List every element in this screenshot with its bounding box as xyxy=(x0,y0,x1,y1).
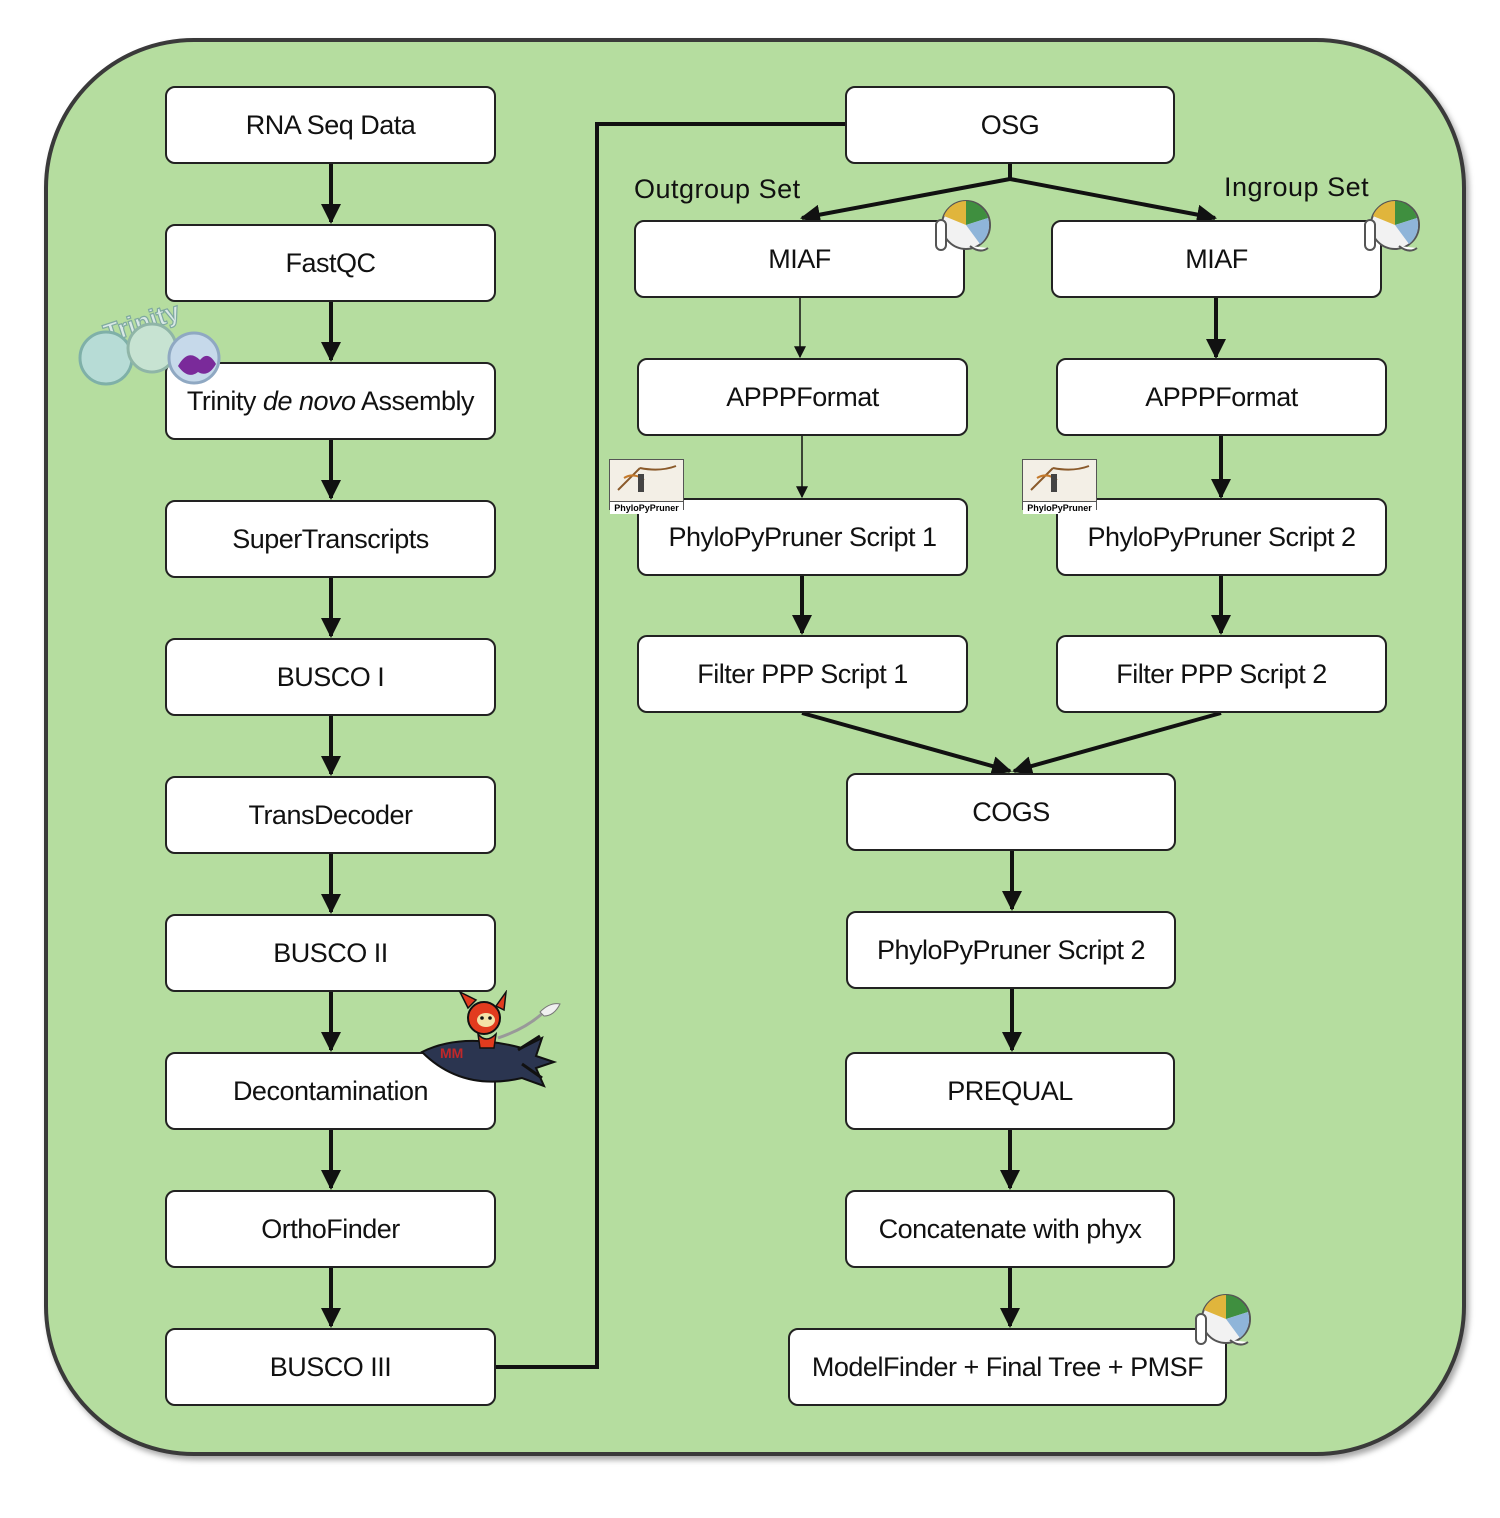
node-fastqc: FastQC xyxy=(165,224,496,302)
node-label: APPPFormat xyxy=(1145,381,1298,412)
iq-tree-logo-icon xyxy=(1195,1294,1251,1346)
node-trinity-assembly: Trinity de novo Assembly xyxy=(165,362,496,440)
node-label: Filter PPP Script 2 xyxy=(1116,658,1327,689)
phylopypruner-logo-icon: PhyloPyPruner xyxy=(1022,459,1097,514)
iq-tree-logo-icon xyxy=(935,200,991,252)
node-label: FastQC xyxy=(285,247,376,278)
node-rna-seq-data: RNA Seq Data xyxy=(165,86,496,164)
node-label: TransDecoder xyxy=(248,799,413,830)
node-label: COGS xyxy=(972,796,1050,827)
osg-split xyxy=(800,164,1217,225)
node-busco-1: BUSCO I xyxy=(165,638,496,716)
node-label: ModelFinder + Final Tree + PMSF xyxy=(811,1351,1204,1382)
node-label: Trinity de novo Assembly xyxy=(186,385,475,416)
node-outgroup-filter: Filter PPP Script 1 xyxy=(637,635,968,713)
node-supertranscripts: SuperTranscripts xyxy=(165,500,496,578)
ingroup-arrows xyxy=(1206,298,1231,635)
node-busco-3: BUSCO III xyxy=(165,1328,496,1406)
node-label: Filter PPP Script 1 xyxy=(697,658,908,689)
node-label: BUSCO II xyxy=(273,937,388,968)
arrow-to-outgroup-miaf xyxy=(800,177,1011,225)
node-label: APPPFormat xyxy=(726,381,879,412)
node-busco-2: BUSCO II xyxy=(165,914,496,992)
node-outgroup-apppformat: APPPFormat xyxy=(637,358,968,436)
node-label: OrthoFinder xyxy=(261,1213,400,1244)
node-label: SuperTranscripts xyxy=(232,523,429,554)
node-label: PhyloPyPruner Script 1 xyxy=(668,521,937,552)
node-label: OSG xyxy=(980,109,1040,140)
node-merged-pruner: PhyloPyPruner Script 2 xyxy=(846,911,1176,989)
node-ingroup-pruner: PhyloPyPruner Script 2 xyxy=(1056,498,1387,576)
merge-arrows xyxy=(801,711,1222,776)
node-label: BUSCO I xyxy=(276,661,385,692)
trinity-logo-icon: Trinity xyxy=(78,296,221,386)
node-label: MIAF xyxy=(1185,243,1248,274)
node-ingroup-apppformat: APPPFormat xyxy=(1056,358,1387,436)
node-label: MIAF xyxy=(768,243,831,274)
bottom-column-arrows xyxy=(1000,851,1022,1328)
node-osg: OSG xyxy=(845,86,1175,164)
svg-text:MM: MM xyxy=(440,1045,463,1061)
rocket-mascot-icon: MM xyxy=(420,990,561,1088)
node-orthofinder: OrthoFinder xyxy=(165,1190,496,1268)
arrow-filter1-cogs xyxy=(801,711,1012,776)
arrow-filter2-cogs xyxy=(1012,711,1222,776)
node-final-tree: ModelFinder + Final Tree + PMSF xyxy=(788,1328,1227,1406)
node-prequal: PREQUAL xyxy=(845,1052,1175,1130)
node-concatenate: Concatenate with phyx xyxy=(845,1190,1175,1268)
node-ingroup-filter: Filter PPP Script 2 xyxy=(1056,635,1387,713)
outgroup-arrows xyxy=(794,298,808,499)
node-label: BUSCO III xyxy=(269,1351,392,1382)
node-label: PREQUAL xyxy=(947,1075,1073,1106)
ingroup-set-label: Ingroup Set xyxy=(1224,172,1370,202)
node-label: Concatenate with phyx xyxy=(878,1213,1142,1244)
connector-busco3-osg xyxy=(496,122,845,1369)
iq-tree-logo-icon xyxy=(1364,200,1420,252)
arrow-to-ingroup-miaf xyxy=(1009,177,1217,225)
node-transdecoder: TransDecoder xyxy=(165,776,496,854)
node-outgroup-miaf: MIAF xyxy=(634,220,965,298)
outgroup-set-label: Outgroup Set xyxy=(634,174,801,204)
node-outgroup-pruner: PhyloPyPruner Script 1 xyxy=(637,498,968,576)
node-label: PhyloPyPruner Script 2 xyxy=(876,934,1146,965)
node-label: PhyloPyPruner Script 2 xyxy=(1087,521,1356,552)
phylopypruner-logo-icon: PhyloPyPruner xyxy=(609,459,684,514)
node-label: RNA Seq Data xyxy=(245,109,416,140)
node-label: Decontamination xyxy=(232,1075,429,1106)
node-ingroup-miaf: MIAF xyxy=(1051,220,1382,298)
node-cogs: COGS xyxy=(846,773,1176,851)
